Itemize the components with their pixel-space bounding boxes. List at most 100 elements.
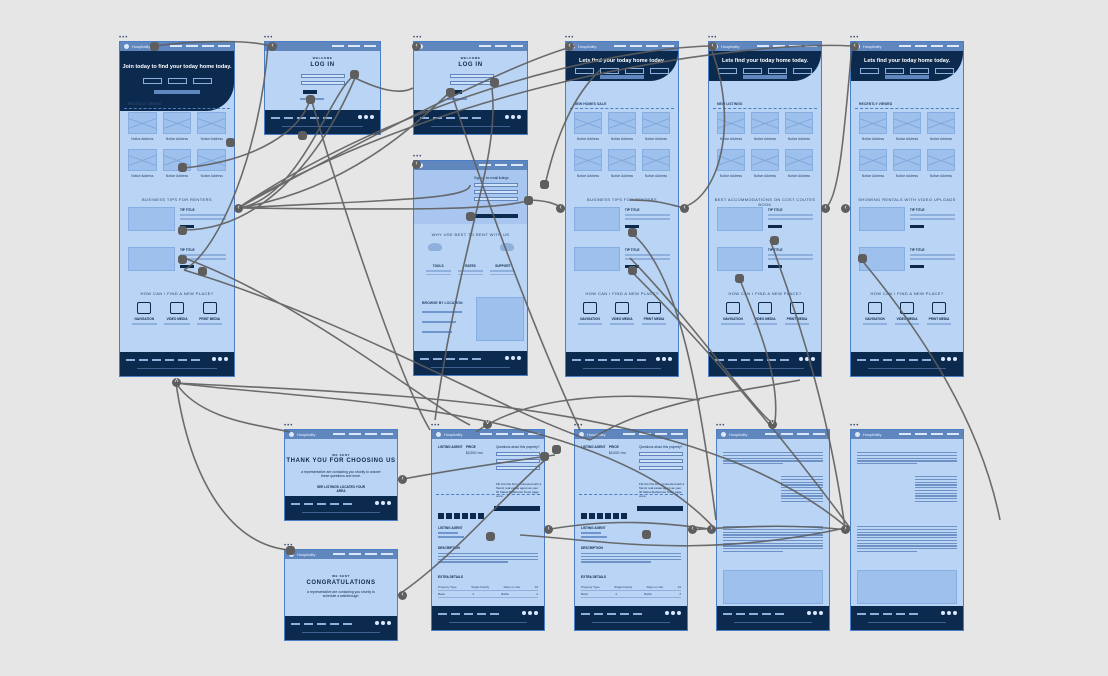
frame-property-detail-2[interactable]: Hospitality LISTING AGENT PRICE $2,000 /… bbox=[574, 429, 688, 631]
connection-handle[interactable] bbox=[150, 42, 159, 51]
chevron-right-icon[interactable]: › bbox=[841, 525, 850, 534]
hero-button[interactable] bbox=[142, 78, 162, 84]
options-row: NAVIGATION VIDEO MEDIA PRINT MEDIA bbox=[128, 302, 226, 325]
connection-wire bbox=[824, 45, 853, 209]
connection-wire bbox=[309, 94, 431, 431]
connection-handle[interactable] bbox=[735, 274, 744, 283]
connection-handle[interactable] bbox=[628, 228, 637, 237]
frame-home[interactable]: Hospitality Join today to find your toda… bbox=[119, 41, 235, 377]
chevron-left-icon[interactable]: ‹ bbox=[688, 525, 697, 534]
login-title: LOG IN bbox=[310, 62, 335, 68]
frame-thank-you[interactable]: Hospitality WE SENT THANK YOU FOR CHOOSI… bbox=[284, 429, 398, 521]
frame-home-variant-2[interactable]: Hospitality Lets find your today home to… bbox=[708, 41, 822, 377]
connection-handle[interactable] bbox=[446, 88, 455, 97]
chevron-left-icon[interactable]: ‹ bbox=[268, 42, 277, 51]
login-button[interactable] bbox=[303, 90, 317, 94]
connection-handle[interactable] bbox=[298, 131, 307, 140]
congrats-title: CONGRATULATIONS bbox=[306, 580, 376, 586]
frame-property-detail[interactable]: Hospitality LISTING AGENT PRICE $2,000 /… bbox=[431, 429, 545, 631]
phone-field[interactable] bbox=[474, 197, 518, 201]
connection-handle[interactable] bbox=[642, 530, 651, 539]
chevron-left-icon[interactable]: ‹ bbox=[398, 475, 407, 484]
connection-wire bbox=[175, 382, 291, 551]
name-field[interactable] bbox=[474, 183, 518, 187]
password-field[interactable] bbox=[450, 81, 494, 85]
chevron-left-icon[interactable]: ‹ bbox=[708, 42, 717, 51]
frame-tag: ••• bbox=[119, 35, 129, 41]
chevron-left-icon[interactable]: ‹ bbox=[412, 160, 421, 169]
thank-you-body: a representative are contacting you shor… bbox=[301, 470, 381, 478]
chevron-left-icon[interactable]: ‹ bbox=[565, 42, 574, 51]
login-kicker: WELCOME bbox=[312, 56, 333, 60]
chevron-left-icon[interactable]: ‹ bbox=[850, 42, 859, 51]
connection-handle[interactable] bbox=[226, 138, 235, 147]
connection-handle[interactable] bbox=[466, 212, 475, 221]
connection-handle[interactable] bbox=[486, 532, 495, 541]
chevron-left-icon[interactable]: ‹ bbox=[680, 204, 689, 213]
connection-handle[interactable] bbox=[178, 255, 187, 264]
frame-home-variant-1[interactable]: Hospitality Lets find your today home to… bbox=[565, 41, 679, 377]
listing-card[interactable]: Notice Address bbox=[197, 149, 226, 178]
top-nav: Hospitality bbox=[120, 42, 234, 51]
listing-card[interactable]: Notice Address bbox=[128, 112, 157, 141]
connection-handle[interactable] bbox=[628, 266, 637, 275]
connection-handle[interactable] bbox=[198, 267, 207, 276]
frame-login[interactable]: WELCOME LOG IN bbox=[264, 41, 381, 135]
listing-card[interactable]: Notice Address bbox=[128, 149, 157, 178]
chevron-up-icon[interactable]: ˄ bbox=[172, 378, 181, 387]
hero-button[interactable] bbox=[167, 78, 187, 84]
frame-article-2[interactable]: Hospitality bbox=[850, 429, 964, 631]
section-title: WHY USE BEST TO RENT WITH US bbox=[431, 232, 510, 237]
connection-wire bbox=[475, 395, 701, 433]
connection-handle[interactable] bbox=[858, 254, 867, 263]
chevron-left-icon[interactable]: ‹ bbox=[841, 204, 850, 213]
chevron-right-icon[interactable]: › bbox=[707, 525, 716, 534]
frame-home-variant-3[interactable]: Hospitality Lets find your today home to… bbox=[850, 41, 964, 377]
password-field[interactable] bbox=[301, 81, 345, 85]
footer bbox=[120, 352, 234, 376]
connection-handle[interactable] bbox=[178, 226, 187, 235]
see-listings-link[interactable]: SEE LISTINGS LOCATED YOUR AREA bbox=[316, 485, 366, 493]
frame-article[interactable]: Hospitality bbox=[716, 429, 830, 631]
listing-card[interactable]: Notice Address bbox=[162, 112, 192, 141]
frame-signup[interactable]: Sign up for email listings WHY USE BEST … bbox=[413, 160, 528, 376]
connection-handle[interactable] bbox=[540, 452, 549, 461]
connection-handle[interactable] bbox=[552, 445, 561, 454]
connection-handle[interactable] bbox=[178, 163, 187, 172]
chevron-left-icon[interactable]: ‹ bbox=[821, 204, 830, 213]
hero-button[interactable] bbox=[192, 78, 212, 84]
tip-block: TIP TITLE bbox=[128, 207, 226, 231]
hero-search-input[interactable] bbox=[154, 90, 200, 94]
chevron-left-icon[interactable]: ‹ bbox=[398, 591, 407, 600]
tip-button[interactable] bbox=[179, 265, 194, 268]
email-field[interactable] bbox=[301, 74, 345, 78]
connection-handle[interactable] bbox=[540, 180, 549, 189]
chevron-left-icon[interactable]: ‹ bbox=[556, 204, 565, 213]
chevron-left-icon[interactable]: ‹ bbox=[544, 525, 553, 534]
section-label: RECENTLY VIEWED bbox=[128, 102, 162, 106]
congrats-body: a representative are contacting you shor… bbox=[307, 590, 375, 598]
chevron-down-icon[interactable]: ˅ bbox=[768, 420, 777, 429]
chevron-down-icon[interactable]: ˅ bbox=[483, 420, 492, 429]
brand-name: Hospitality bbox=[132, 44, 151, 49]
chevron-left-icon[interactable]: ‹ bbox=[234, 204, 243, 213]
connection-handle[interactable] bbox=[524, 196, 533, 205]
listing-card[interactable]: Notice Address bbox=[197, 112, 226, 141]
connection-handle[interactable] bbox=[306, 95, 315, 104]
connection-handle[interactable] bbox=[350, 70, 359, 79]
section-label: BROWSE BY LOCATION bbox=[422, 301, 463, 305]
listing-grid: Notice Address Notice Address Notice Add… bbox=[128, 112, 226, 178]
connection-handle[interactable] bbox=[286, 546, 295, 555]
frame-login-error[interactable]: WELCOME LOG IN bbox=[413, 41, 528, 135]
connection-handle[interactable] bbox=[490, 78, 499, 87]
contact-button[interactable] bbox=[494, 506, 540, 511]
connection-wire bbox=[183, 269, 591, 441]
email-field[interactable] bbox=[450, 74, 494, 78]
chevron-left-icon[interactable]: ‹ bbox=[412, 42, 421, 51]
listing-card[interactable]: Notice Address bbox=[162, 149, 192, 178]
signup-button[interactable] bbox=[474, 214, 518, 218]
frame-congratulations[interactable]: Hospitality WE SENT CONGRATULATIONS a re… bbox=[284, 549, 398, 641]
email-field[interactable] bbox=[474, 190, 518, 194]
connection-handle[interactable] bbox=[770, 236, 779, 245]
